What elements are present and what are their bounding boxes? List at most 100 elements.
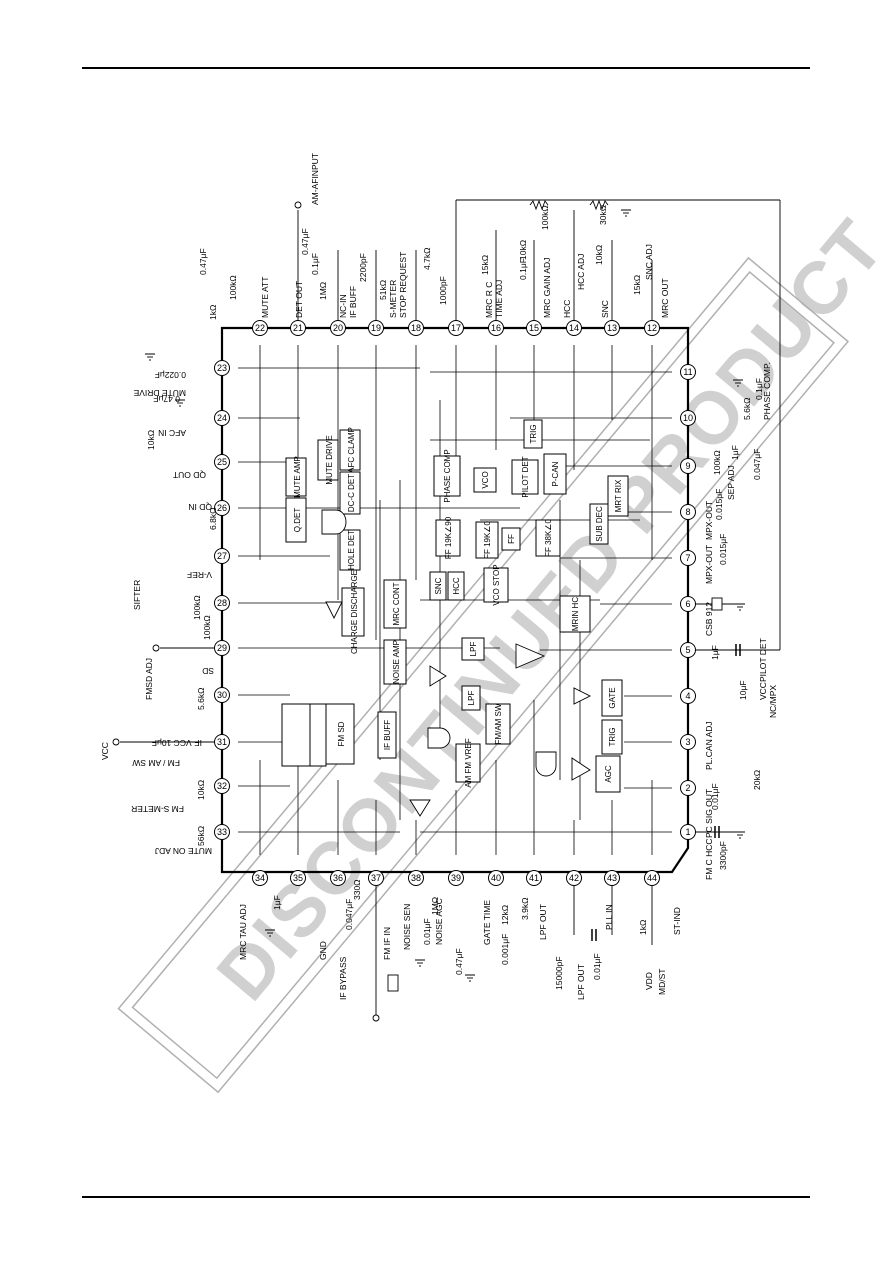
svg-text:NC/MPX: NC/MPX [768,685,778,718]
pin-35: 35 [290,870,306,886]
svg-text:IF BUFF: IF BUFF [383,720,392,750]
svg-text:3300pF: 3300pF [718,841,728,870]
svg-text:0.01μF: 0.01μF [592,953,602,980]
svg-text:TRIG: TRIG [608,727,617,746]
svg-text:5.6kΩ: 5.6kΩ [196,688,206,710]
block-trig-2: TRIG [601,719,623,755]
block-if-buff: IF BUFF [377,711,397,759]
pin-14: 14 [566,320,582,336]
svg-text:SNC: SNC [600,300,610,318]
pin-1: 1 [680,824,696,840]
svg-text:20kΩ: 20kΩ [752,770,762,790]
pin-2: 2 [680,780,696,796]
pin-42: 42 [566,870,582,886]
svg-text:MPX-OUT: MPX-OUT [704,501,714,540]
svg-text:1μF: 1μF [710,645,720,660]
triangle-amp-5 [409,799,431,817]
svg-text:330Ω: 330Ω [352,879,362,900]
and-gate-1 [321,509,347,535]
svg-text:43: 43 [607,873,617,883]
svg-text:VCO: VCO [481,471,490,488]
svg-text:PL.CAN ADJ: PL.CAN ADJ [704,721,714,770]
svg-text:AFC IN: AFC IN [158,428,186,438]
triangle-amp-4 [571,757,591,781]
svg-text:GATE: GATE [608,687,617,708]
svg-text:24: 24 [217,413,227,423]
svg-text:21: 21 [293,323,303,333]
svg-text:22: 22 [255,323,265,333]
svg-text:PHASE COMP: PHASE COMP [443,449,452,502]
svg-text:PC SIG OUT: PC SIG OUT [704,789,714,838]
block-hole-det: HOLE DET [339,529,361,571]
bottom-rule [82,1196,810,1198]
svg-text:MUTE ATT: MUTE ATT [260,277,270,318]
svg-text:MUTE DRIVE: MUTE DRIVE [133,388,186,398]
svg-text:MRC CONT: MRC CONT [392,582,401,625]
pin-28: 28 [214,595,230,611]
svg-text:VDD: VDD [644,972,654,990]
svg-text:FF: FF [507,534,516,544]
svg-text:FF 19K∠90: FF 19K∠90 [444,516,453,559]
svg-text:CHARGE DISCHARGE: CHARGE DISCHARGE [350,570,359,654]
pin-25: 25 [214,454,230,470]
block-mrin-hc: MRIN HC [559,595,591,633]
svg-text:NOISE AMP: NOISE AMP [392,640,401,684]
svg-text:15kΩ: 15kΩ [632,275,642,295]
svg-text:CSB 912: CSB 912 [704,602,714,636]
svg-text:2200pF: 2200pF [358,253,368,282]
pin-33: 33 [214,824,230,840]
svg-text:8: 8 [685,507,690,517]
svg-text:MRC TAU ADJ: MRC TAU ADJ [238,904,248,960]
svg-text:QD IN: QD IN [188,502,212,512]
pin-18: 18 [408,320,424,336]
svg-text:P-CAN: P-CAN [551,461,560,486]
svg-text:14: 14 [569,323,579,333]
block-phase-comp: PHASE COMP [433,449,461,503]
svg-text:MUTE DRIVE: MUTE DRIVE [325,435,334,484]
svg-text:FMSD ADJ: FMSD ADJ [144,658,154,700]
svg-text:17: 17 [451,323,461,333]
svg-text:HCC: HCC [452,577,461,595]
svg-text:IF BYPASS: IF BYPASS [338,956,348,1000]
svg-text:100kΩ: 100kΩ [712,450,722,475]
svg-text:1MΩ: 1MΩ [430,897,440,915]
svg-text:0.47μF: 0.47μF [454,948,464,975]
pin-36: 36 [330,870,346,886]
svg-text:0.1μF: 0.1μF [518,258,528,280]
pins-right-side: 1 2 3 4 5 6 7 8 9 10 11 [680,364,696,840]
svg-text:41: 41 [529,873,539,883]
pin-32: 32 [214,778,230,794]
svg-text:0.047μF: 0.047μF [344,899,354,930]
pin-4: 4 [680,688,696,704]
block-noise-amp: NOISE AMP [383,639,407,685]
svg-text:FF 38K∠0: FF 38K∠0 [544,519,553,557]
svg-text:AFC CLAMP: AFC CLAMP [347,427,356,473]
svg-text:7: 7 [685,553,690,563]
svg-text:MRC GAIN ADJ: MRC GAIN ADJ [542,258,552,318]
and-gate-3 [535,751,557,777]
svg-text:56kΩ: 56kΩ [196,826,206,846]
triangle-amp-1 [429,665,447,687]
svg-text:0.01μF: 0.01μF [422,918,432,945]
svg-text:23: 23 [217,363,227,373]
svg-text:10μF: 10μF [738,680,748,700]
pin-3: 3 [680,734,696,750]
svg-text:11: 11 [683,367,692,377]
block-selector [309,703,327,767]
svg-text:SEP ADJ: SEP ADJ [726,465,736,500]
block-vco-stop: VCO STOP [483,564,509,606]
svg-text:MRIN HC: MRIN HC [571,597,580,631]
block-snc: SNC [429,571,447,601]
svg-text:FF 19K∠0: FF 19K∠0 [483,521,492,559]
svg-text:10kΩ: 10kΩ [518,240,528,260]
svg-text:VCC: VCC [100,742,110,760]
svg-text:1μF: 1μF [272,895,282,910]
svg-text:0.47μF: 0.47μF [300,228,310,255]
svg-text:MUTE ON ADJ: MUTE ON ADJ [155,846,212,856]
pin-8: 8 [680,504,696,520]
svg-text:0.015μF: 0.015μF [714,489,724,520]
pin-19: 19 [368,320,384,336]
svg-text:6: 6 [685,599,690,609]
pin-39: 39 [448,870,464,886]
svg-text:40: 40 [491,873,501,883]
